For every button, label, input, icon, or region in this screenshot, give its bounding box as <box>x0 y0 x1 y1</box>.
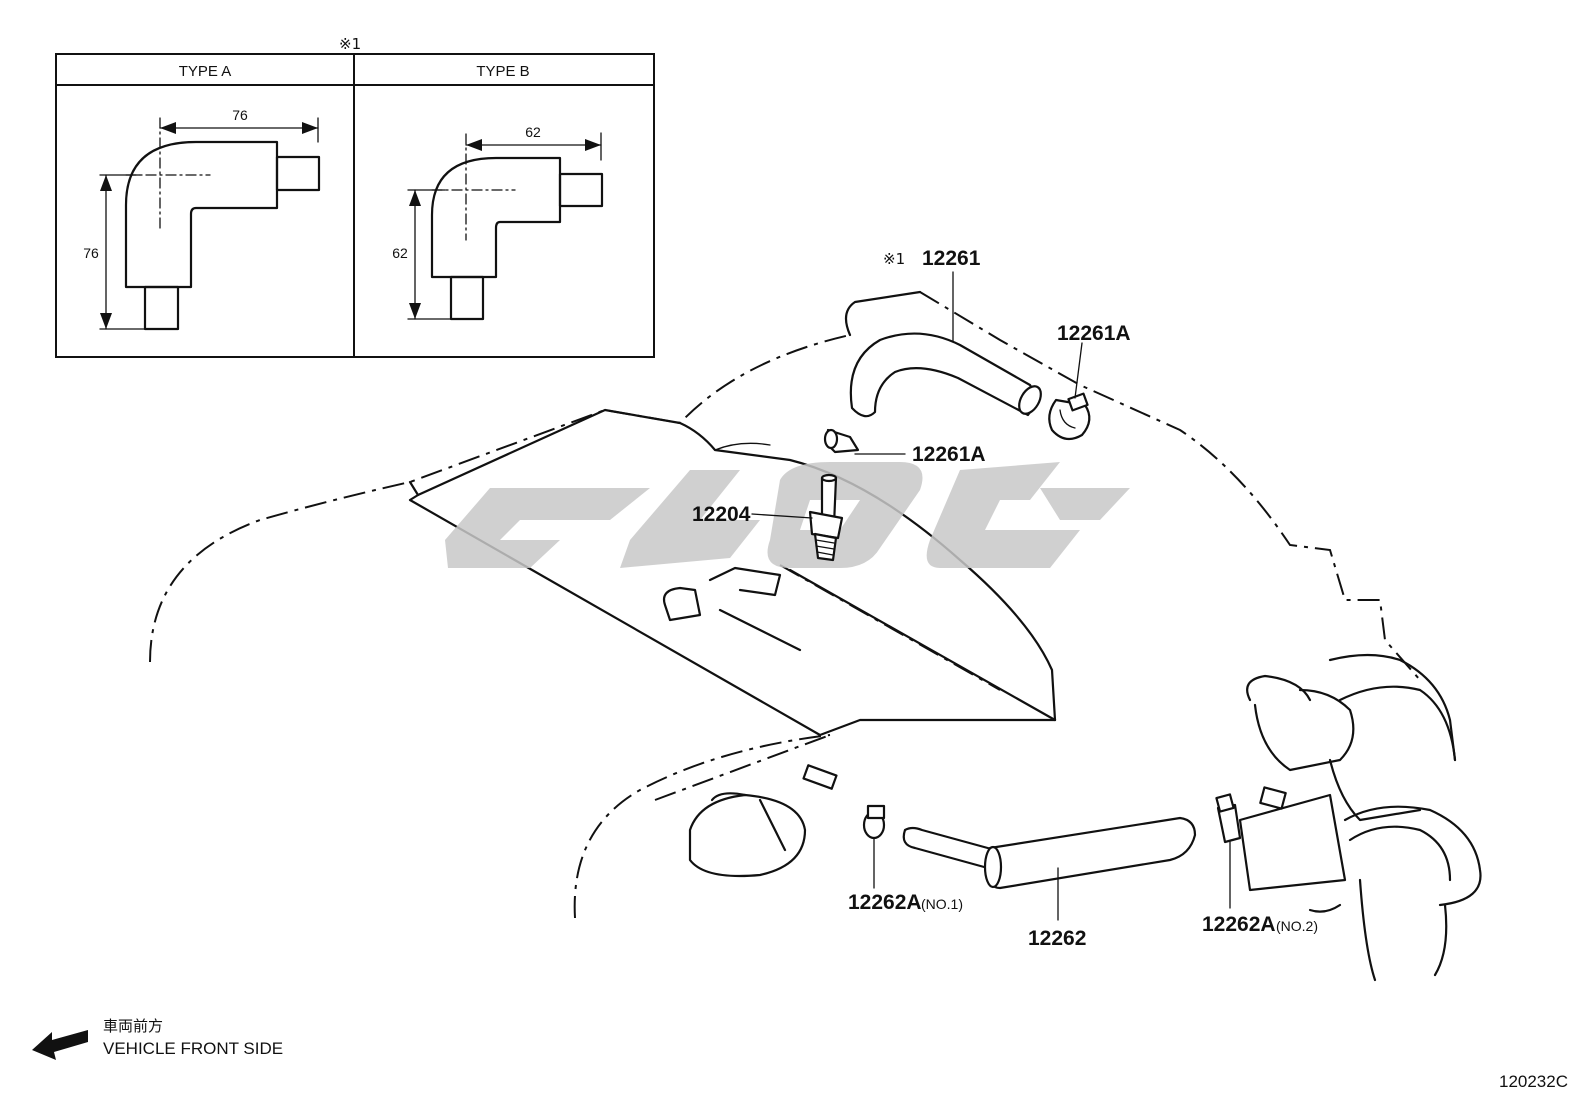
type-a-elbow-hose: 76 76 <box>83 107 321 331</box>
inset-note-mark: ※1 <box>339 35 361 53</box>
grommet-12261a-left <box>823 428 860 454</box>
clip-12261a-right <box>1048 392 1091 441</box>
callout-12262a-no2[interactable]: 12262A <box>1202 913 1276 936</box>
engine-outline <box>149 290 1482 982</box>
ventilation-hose-12262 <box>902 816 1197 890</box>
front-arrow-icon <box>32 1030 88 1060</box>
type-a-dim-vertical: 76 <box>83 245 99 261</box>
type-b-header: TYPE B <box>476 63 529 80</box>
vehicle-front-indicator: 車両前方 VEHICLE FRONT SIDE <box>32 1017 283 1060</box>
callout-12261a-left[interactable]: 12261A <box>912 443 986 466</box>
callout-12262[interactable]: 12262 <box>1028 927 1086 950</box>
callout-12262a-no1-suffix: (NO.1) <box>921 896 963 912</box>
type-a-dim-horizontal: 76 <box>232 107 248 123</box>
type-b-elbow-hose: 62 62 <box>392 124 604 321</box>
watermark-logo <box>445 462 1130 568</box>
callout-12204[interactable]: 12204 <box>692 503 751 526</box>
callout-12262a-no2-suffix: (NO.2) <box>1276 918 1318 934</box>
callout-12261a-right[interactable]: 12261A <box>1057 322 1131 345</box>
ventilation-hose-12261 <box>849 332 1042 418</box>
leader-lines <box>751 271 1231 921</box>
callout-hose-note: ※1 <box>883 250 905 268</box>
type-a-header: TYPE A <box>179 63 232 80</box>
type-b-dim-vertical: 62 <box>392 245 408 261</box>
front-label-en: VEHICLE FRONT SIDE <box>103 1039 283 1058</box>
clamp-12262a-no1 <box>862 804 886 840</box>
front-label-jp: 車両前方 <box>103 1017 163 1035</box>
callout-12261[interactable]: 12261 <box>922 247 981 270</box>
callout-labels: ※1 12261 12261A 12261A 12204 12262A (NO.… <box>692 247 1318 950</box>
clamp-12262a-no2 <box>1215 793 1242 844</box>
inset-table: ※1 TYPE A TYPE B 76 76 <box>55 35 655 358</box>
callout-12262a-no1[interactable]: 12262A <box>848 891 922 914</box>
figure-code: 120232C <box>1499 1072 1568 1091</box>
type-b-dim-horizontal: 62 <box>525 124 541 140</box>
pcv-valve-12204 <box>808 473 844 562</box>
